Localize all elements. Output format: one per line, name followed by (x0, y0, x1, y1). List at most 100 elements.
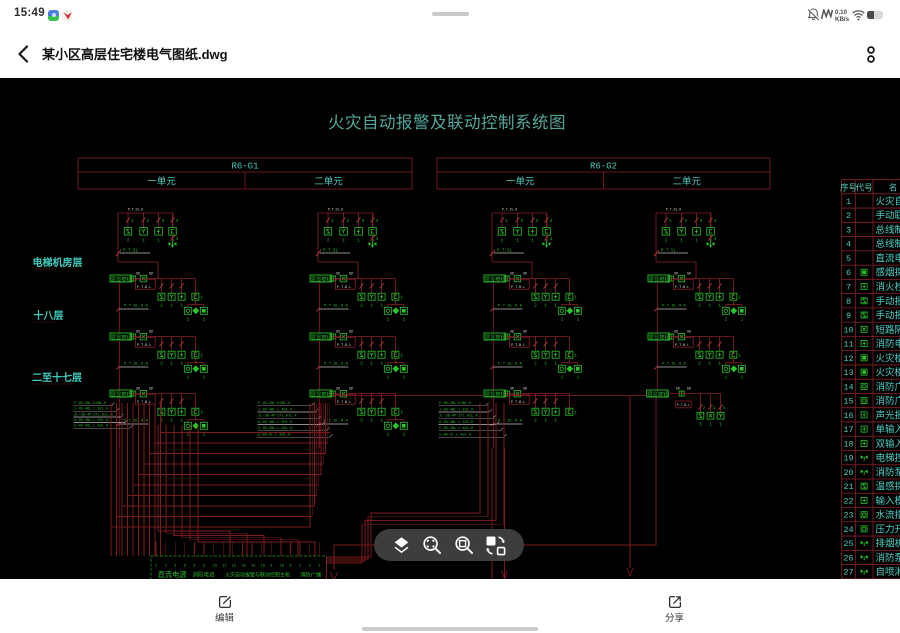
svg-text:消防电话: 消防电话 (876, 338, 900, 350)
svg-text:1: 1 (370, 304, 373, 309)
svg-text:1: 1 (357, 238, 360, 244)
svg-text:4: 4 (176, 218, 179, 224)
svg-text:SD: SD (687, 388, 691, 392)
svg-text:3: 3 (174, 565, 176, 569)
svg-text:SD: SD (687, 273, 691, 277)
svg-text:11: 11 (843, 340, 853, 350)
svg-text:1: 1 (708, 304, 711, 309)
svg-text:短路隔离: 短路隔离 (876, 324, 900, 336)
svg-text:层显按钮: 层显按钮 (648, 390, 669, 398)
svg-text:双输入模: 双输入模 (876, 438, 900, 450)
svg-text:层显按钮: 层显按钮 (111, 275, 132, 283)
svg-text:1: 1 (387, 432, 390, 437)
svg-text:4: 4 (714, 218, 717, 224)
svg-text:1: 1 (695, 238, 698, 244)
svg-text:P.T.B.L: P.T.B.L (137, 286, 151, 290)
svg-text:1: 1 (203, 317, 206, 322)
svg-text:1: 1 (170, 419, 173, 424)
svg-text:1: 1 (709, 423, 712, 428)
svg-text:1: 1 (669, 218, 672, 224)
svg-text:1-2B-4BL.L.K2L.K: 1-2B-4BL.L.K2L.K (74, 408, 109, 412)
svg-text:2: 2 (521, 218, 524, 224)
svg-text:1: 1 (544, 304, 547, 309)
svg-text:二至十七层: 二至十七层 (32, 371, 82, 384)
svg-text:水流指示: 水流指示 (876, 509, 900, 521)
svg-text:P.T.SL.H.K: P.T.SL.H.K (498, 420, 523, 424)
svg-text:6-2B-4BL.L.K2L.K: 6-2B-4BL.L.K2L.K (258, 421, 293, 425)
svg-text:2: 2 (698, 362, 701, 367)
svg-text:1: 1 (200, 354, 203, 359)
svg-text:21: 21 (843, 482, 853, 492)
svg-text:2: 2 (665, 238, 668, 244)
svg-text:1: 1 (741, 317, 744, 322)
svg-text:层显按钮: 层显按钮 (485, 333, 506, 341)
svg-text:P.T.SL.H.K: P.T.SL.H.K (498, 305, 523, 309)
svg-text:层显按钮: 层显按钮 (649, 275, 670, 283)
svg-text:1: 1 (203, 375, 206, 380)
svg-text:1: 1 (708, 362, 711, 367)
svg-text:1: 1 (574, 354, 577, 359)
svg-text:4: 4 (846, 240, 851, 250)
svg-text:SD: SD (149, 331, 153, 335)
svg-text:2: 2 (160, 304, 163, 309)
svg-text:1: 1 (387, 317, 390, 322)
svg-text:P.T.B.L: P.T.B.L (677, 403, 690, 407)
svg-text:13: 13 (251, 565, 255, 569)
svg-text:SD: SD (136, 388, 140, 392)
svg-text:1: 1 (741, 375, 744, 380)
svg-text:16: 16 (261, 565, 265, 569)
svg-text:6: 6 (289, 565, 291, 569)
svg-text:3: 3 (309, 565, 311, 569)
svg-text:SD: SD (149, 388, 153, 392)
svg-text:1: 1 (505, 218, 508, 224)
svg-text:3: 3 (536, 218, 539, 224)
svg-text:1: 1 (725, 317, 728, 322)
svg-text:消火栓按: 消火栓按 (876, 281, 900, 293)
svg-text:2: 2 (360, 362, 363, 367)
svg-text:SD: SD (510, 273, 514, 277)
svg-text:1-2B-4BL.L.K2L.K: 1-2B-4BL.L.K2L.K (258, 408, 293, 412)
svg-text:手动报警: 手动报警 (876, 310, 900, 322)
svg-text:P-2B-2BL.K2BL.K: P-2B-2BL.K2BL.K (74, 402, 107, 406)
svg-text:P.T.SL.H.K: P.T.SL.H.K (324, 363, 349, 367)
svg-text:1: 1 (403, 375, 406, 380)
svg-text:P.T.SL.H.K: P.T.SL.H.K (662, 305, 687, 309)
svg-text:5-2B-2BL.L.K2L.K: 5-2B-2BL.L.K2L.K (74, 425, 109, 429)
svg-text:12: 12 (843, 354, 853, 364)
svg-text:P.T.DL.K: P.T.DL.K (502, 208, 517, 212)
svg-text:1: 1 (200, 411, 203, 416)
svg-text:消防泵控: 消防泵控 (876, 552, 900, 564)
svg-text:10: 10 (843, 325, 853, 335)
svg-text:SD: SD (336, 388, 340, 392)
svg-text:5-2B-2BL.L.K2L.K: 5-2B-2BL.L.K2L.K (258, 427, 293, 431)
svg-text:1: 1 (380, 419, 383, 424)
svg-text:电梯控制: 电梯控制 (876, 452, 900, 464)
svg-text:SD: SD (149, 273, 153, 277)
svg-text:8: 8 (846, 297, 851, 307)
svg-text:1: 1 (554, 419, 557, 424)
svg-text:SD: SD (674, 273, 678, 277)
svg-text:P-2B-2BL.K2BL.K: P-2B-2BL.K2BL.K (258, 402, 291, 406)
svg-text:1: 1 (370, 419, 373, 424)
svg-text:层显按钮: 层显按钮 (485, 390, 506, 398)
svg-text:1: 1 (725, 375, 728, 380)
svg-text:2: 2 (147, 218, 150, 224)
svg-text:SD: SD (336, 331, 340, 335)
svg-text:消防广播: 消防广播 (300, 571, 322, 579)
svg-text:P.T.SL: P.T.SL (323, 250, 339, 254)
svg-text:层显按钮: 层显按钮 (311, 390, 332, 398)
svg-text:2: 2 (347, 218, 350, 224)
svg-text:27: 27 (843, 568, 853, 578)
svg-text:2: 2 (160, 362, 163, 367)
svg-text:层显按钮: 层显按钮 (111, 333, 132, 341)
svg-text:1: 1 (170, 362, 173, 367)
svg-text:1: 1 (187, 375, 190, 380)
svg-text:SD: SD (349, 388, 353, 392)
svg-text:1: 1 (200, 296, 203, 301)
svg-text:2: 2 (534, 304, 537, 309)
svg-text:26: 26 (843, 553, 853, 563)
svg-text:1: 1 (718, 304, 721, 309)
svg-text:P.T.SL.H.K: P.T.SL.H.K (662, 363, 687, 367)
svg-text:1: 1 (400, 411, 403, 416)
svg-text:9: 9 (846, 311, 851, 321)
